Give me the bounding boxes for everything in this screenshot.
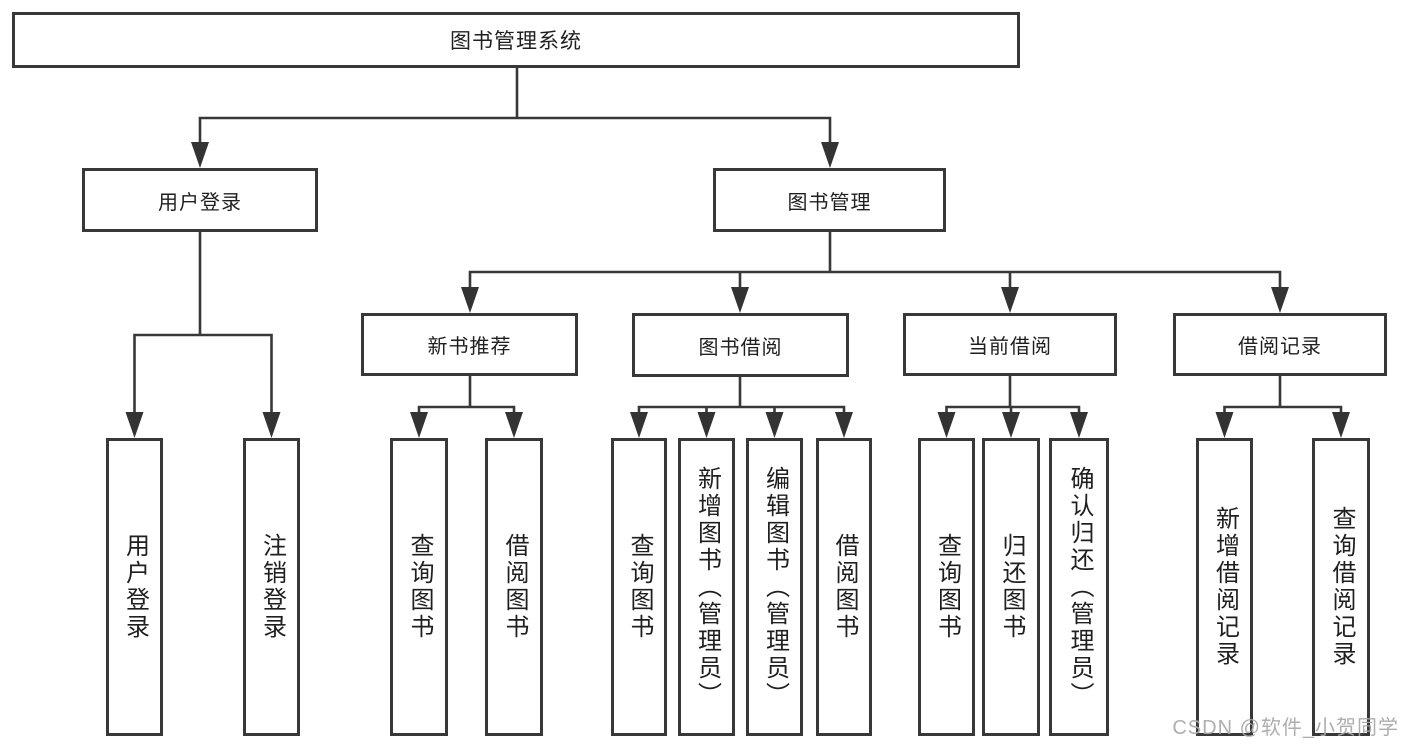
node-current-borrowing-label: 当前借阅	[968, 336, 1052, 358]
leaf-query-books-current: 查询图书	[918, 438, 975, 736]
edge-borrow-record-to-leaves	[1215, 374, 1350, 438]
node-root-system: 图书管理系统	[12, 12, 1020, 68]
leaf-add-borrow-record: 新增借阅记录	[1196, 438, 1253, 736]
leaf-confirm-return-admin: 确认归还（管理员）	[1049, 438, 1109, 736]
leaf-edit-books-admin-label: 编辑图书（管理员）	[761, 465, 789, 709]
csdn-watermark: CSDN @软件_小贺同学	[1172, 717, 1399, 739]
leaf-add-books-admin: 新增图书（管理员）	[678, 438, 735, 736]
node-book-borrowing-label: 图书借阅	[698, 336, 783, 359]
leaf-confirm-return-admin-label: 确认归还（管理员）	[1066, 465, 1093, 709]
node-current-borrowing: 当前借阅	[903, 313, 1117, 376]
leaf-add-borrow-record-label: 新增借阅记录	[1211, 506, 1239, 668]
edge-user-login-to-leaves	[125, 230, 281, 438]
node-new-book-recommendation-label: 新书推荐	[427, 336, 512, 358]
leaf-user-login: 用户登录	[106, 438, 163, 736]
leaf-query-books-borrow-label: 查询图书	[626, 533, 653, 641]
leaf-query-borrow-record-label: 查询借阅记录	[1328, 506, 1355, 668]
leaf-borrow-books-recommend: 借阅图书	[485, 438, 543, 736]
leaf-logout-label: 注销登录	[258, 533, 286, 641]
leaf-add-books-admin-label: 新增图书（管理员）	[693, 465, 721, 709]
node-root-system-label: 图书管理系统	[450, 30, 582, 53]
edge-book-borrow-to-leaves	[630, 374, 853, 438]
node-new-book-recommendation: 新书推荐	[361, 313, 578, 376]
leaf-edit-books-admin: 编辑图书（管理员）	[746, 438, 803, 736]
leaf-logout: 注销登录	[243, 438, 300, 736]
leaf-user-login-label: 用户登录	[121, 533, 149, 641]
edge-root-to-level2	[191, 66, 839, 168]
node-book-management: 图书管理	[713, 168, 946, 232]
edge-current-borrow-to-leaves	[937, 374, 1088, 438]
leaf-borrow-books-recommend-label: 借阅图书	[501, 533, 528, 641]
leaf-query-books-current-label: 查询图书	[933, 533, 961, 641]
node-user-login-label: 用户登录	[158, 191, 242, 214]
leaf-return-books: 归还图书	[982, 438, 1040, 736]
leaf-return-books-label: 归还图书	[998, 533, 1025, 641]
node-user-login: 用户登录	[82, 168, 318, 232]
node-book-borrowing: 图书借阅	[632, 313, 849, 377]
leaf-query-borrow-record: 查询借阅记录	[1312, 438, 1370, 736]
leaf-borrow-books-label: 借阅图书	[831, 533, 858, 641]
node-book-management-label: 图书管理	[787, 191, 872, 214]
node-borrowing-records-label: 借阅记录	[1238, 336, 1322, 358]
leaf-query-books-recommend-label: 查询图书	[406, 533, 433, 641]
edge-new-book-rec-to-leaves	[410, 374, 523, 438]
leaf-query-books-recommend: 查询图书	[390, 438, 448, 736]
node-borrowing-records: 借阅记录	[1173, 313, 1387, 376]
edge-book-mgmt-to-sections	[461, 230, 1289, 313]
leaf-borrow-books: 借阅图书	[816, 438, 872, 736]
leaf-query-books-borrow: 查询图书	[611, 438, 667, 736]
